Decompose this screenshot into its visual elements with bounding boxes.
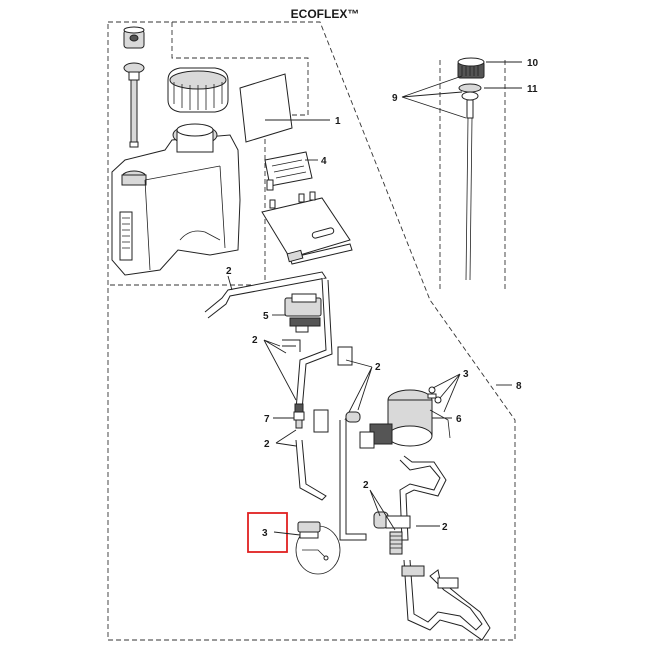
callout-2b: 2 bbox=[252, 335, 258, 346]
callout-11: 11 bbox=[527, 84, 538, 95]
diagram-title: ECOFLEX™ bbox=[291, 7, 360, 21]
dipstick-cap-large bbox=[457, 57, 485, 79]
callout-1: 1 bbox=[335, 116, 341, 127]
decal-plate bbox=[239, 73, 293, 143]
dipstick-cap-small bbox=[123, 26, 145, 49]
callout-2c: 2 bbox=[375, 362, 381, 373]
callout-3a: 3 bbox=[463, 369, 469, 380]
callout-2a: 2 bbox=[226, 266, 232, 277]
highlight-box bbox=[247, 512, 288, 553]
control-valve bbox=[284, 293, 322, 333]
bottom-fittings bbox=[401, 565, 459, 589]
callout-7: 7 bbox=[264, 414, 270, 425]
hose-upper bbox=[204, 271, 327, 319]
nozzle bbox=[293, 403, 305, 429]
leader-2b bbox=[263, 339, 297, 401]
callout-5: 5 bbox=[263, 311, 269, 322]
hose-clamp bbox=[295, 521, 341, 575]
hose-pump-outlet bbox=[399, 455, 447, 541]
callout-9: 9 bbox=[392, 93, 398, 104]
leader-2f bbox=[369, 489, 396, 531]
callout-2d: 2 bbox=[264, 439, 270, 450]
hose-bottom-loop bbox=[403, 559, 491, 641]
leader-3a bbox=[432, 373, 461, 413]
bracket-bolts bbox=[266, 179, 316, 209]
tank-cap bbox=[167, 67, 229, 113]
callout-2e: 2 bbox=[442, 522, 448, 533]
leader-3b bbox=[273, 531, 301, 536]
callout-4: 4 bbox=[321, 156, 327, 167]
mounting-bracket bbox=[261, 197, 353, 265]
leader-2a bbox=[227, 275, 233, 291]
warning-decal bbox=[264, 151, 313, 187]
valve-fitting-hoses bbox=[282, 339, 301, 352]
callout-6: 6 bbox=[456, 414, 462, 425]
leader-2d bbox=[275, 429, 297, 447]
leader-9 bbox=[401, 75, 467, 119]
dipstick-rod bbox=[123, 62, 145, 148]
callout-3b: 3 bbox=[262, 528, 268, 539]
fluid-tank bbox=[111, 123, 241, 276]
dipstick-boundary bbox=[439, 60, 506, 290]
leader-2c bbox=[344, 359, 373, 421]
callout-2f: 2 bbox=[363, 480, 369, 491]
hose-clip-2 bbox=[313, 409, 361, 433]
pump-motor bbox=[359, 389, 451, 449]
hose-lower-left bbox=[295, 439, 327, 501]
kit-boundary bbox=[107, 21, 516, 641]
callout-10: 10 bbox=[527, 58, 539, 69]
callout-8: 8 bbox=[516, 381, 522, 392]
dipstick-washer bbox=[458, 83, 482, 101]
hose-clip bbox=[337, 346, 353, 366]
dipstick-long-rod bbox=[465, 99, 474, 281]
pump-bolts bbox=[427, 386, 442, 404]
hose-center bbox=[339, 420, 367, 541]
